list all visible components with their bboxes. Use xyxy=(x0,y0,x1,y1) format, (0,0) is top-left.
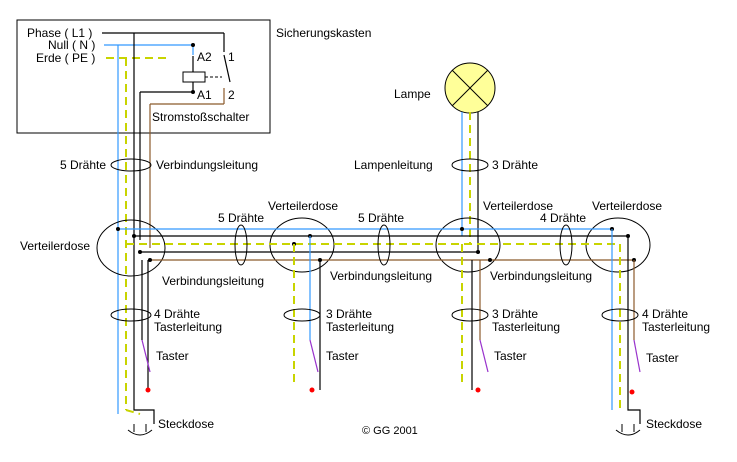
label-verbindungsleitung-3: Verbindungsleitung xyxy=(490,269,592,283)
junction-dot xyxy=(138,250,142,254)
taster4-switch xyxy=(633,339,641,373)
socket2-wiring xyxy=(627,392,641,424)
junction-dot xyxy=(116,227,120,231)
label-taster-2: Taster xyxy=(326,349,359,363)
junction-dot xyxy=(148,258,152,262)
taster2-contact xyxy=(309,387,315,393)
label-taster4-draehte: 4 Drähte xyxy=(642,307,688,321)
label-verbindungsleitung-1: Verbindungsleitung xyxy=(162,274,264,288)
taster2-switch xyxy=(309,339,319,373)
junction-dot xyxy=(488,258,492,262)
label-taster4-leitung: Tasterleitung xyxy=(642,320,710,334)
label-a1: A1 xyxy=(197,88,212,102)
label-verteilerdose-3: Verteilerdose xyxy=(483,199,553,213)
junction-dot xyxy=(191,43,195,47)
cable-sleeve xyxy=(377,224,391,266)
cable-sleeve xyxy=(451,308,489,322)
label-taster2-leitung: Tasterleitung xyxy=(326,320,394,334)
label-steckdose-1: Steckdose xyxy=(158,417,214,431)
socket-icon xyxy=(615,429,641,436)
taster3-switch xyxy=(479,339,489,373)
junction-box-3 xyxy=(435,217,501,273)
relay-coil xyxy=(182,71,206,83)
label-lampe: Lampe xyxy=(394,87,431,101)
label-fuenf-draehte-top: 5 Drähte xyxy=(60,158,106,172)
label-fuenf-draehte-mid2: 5 Drähte xyxy=(358,211,404,225)
junction-dot xyxy=(191,90,195,94)
cable-sleeve xyxy=(283,308,321,322)
label-verteilerdose-4: Verteilerdose xyxy=(592,199,662,213)
taster1-contact xyxy=(145,387,151,393)
copyright: © GG 2001 xyxy=(362,425,418,437)
label-fuenf-draehte-mid1: 5 Drähte xyxy=(218,211,264,225)
label-lampenleitung: Lampenleitung xyxy=(354,158,433,172)
cable-sleeve xyxy=(601,308,639,322)
cable-sleeve xyxy=(110,158,152,172)
label-taster-1: Taster xyxy=(156,349,189,363)
label-sicherungskasten: Sicherungskasten xyxy=(276,26,371,40)
label-verbindungsleitung-top: Verbindungsleitung xyxy=(156,158,258,172)
label-taster3-leitung: Tasterleitung xyxy=(492,320,560,334)
label-taster-4: Taster xyxy=(646,351,679,365)
junction-dot xyxy=(132,234,136,238)
label-stromstossschalter: Stromstoßschalter xyxy=(152,110,249,124)
junction-dot xyxy=(460,227,464,231)
label-a2: A2 xyxy=(197,50,212,64)
socket-icon xyxy=(127,429,153,436)
label-k1: 1 xyxy=(228,50,235,64)
cable-sleeve xyxy=(234,224,248,266)
cable-sleeve xyxy=(110,308,152,322)
socket1-pe xyxy=(125,409,141,415)
fuse-box-outline xyxy=(16,19,271,134)
relay-contact-switch xyxy=(223,54,231,83)
junction-box-1 xyxy=(96,219,166,277)
socket1-wiring xyxy=(133,390,155,424)
label-taster2-draehte: 3 Drähte xyxy=(326,307,372,321)
label-verbindungsleitung-2: Verbindungsleitung xyxy=(330,269,432,283)
label-erde: Erde ( PE ) xyxy=(36,51,95,65)
label-steckdose-2: Steckdose xyxy=(646,417,702,431)
label-verteilerdose-2: Verteilerdose xyxy=(268,199,338,213)
label-null: Null ( N ) xyxy=(48,38,95,52)
taster1-switch xyxy=(141,339,151,373)
label-taster3-draehte: 3 Drähte xyxy=(492,307,538,321)
lamp-cross-2 xyxy=(451,69,489,107)
junction-dot xyxy=(476,250,480,254)
label-taster1-draehte: 4 Drähte xyxy=(154,307,200,321)
label-k2: 2 xyxy=(228,88,235,102)
label-taster-3: Taster xyxy=(494,349,527,363)
label-drei-draehte-top: 3 Drähte xyxy=(492,158,538,172)
label-phase: Phase ( L1 ) xyxy=(27,26,92,40)
taster4-contact xyxy=(629,389,635,395)
label-verteilerdose-1: Verteilerdose xyxy=(20,239,90,253)
taster3-contact xyxy=(475,387,481,393)
label-vier-draehte-mid: 4 Drähte xyxy=(540,211,586,225)
label-taster1-leitung: Tasterleitung xyxy=(154,320,222,334)
cable-sleeve xyxy=(451,158,489,172)
cable-sleeve xyxy=(559,224,573,266)
